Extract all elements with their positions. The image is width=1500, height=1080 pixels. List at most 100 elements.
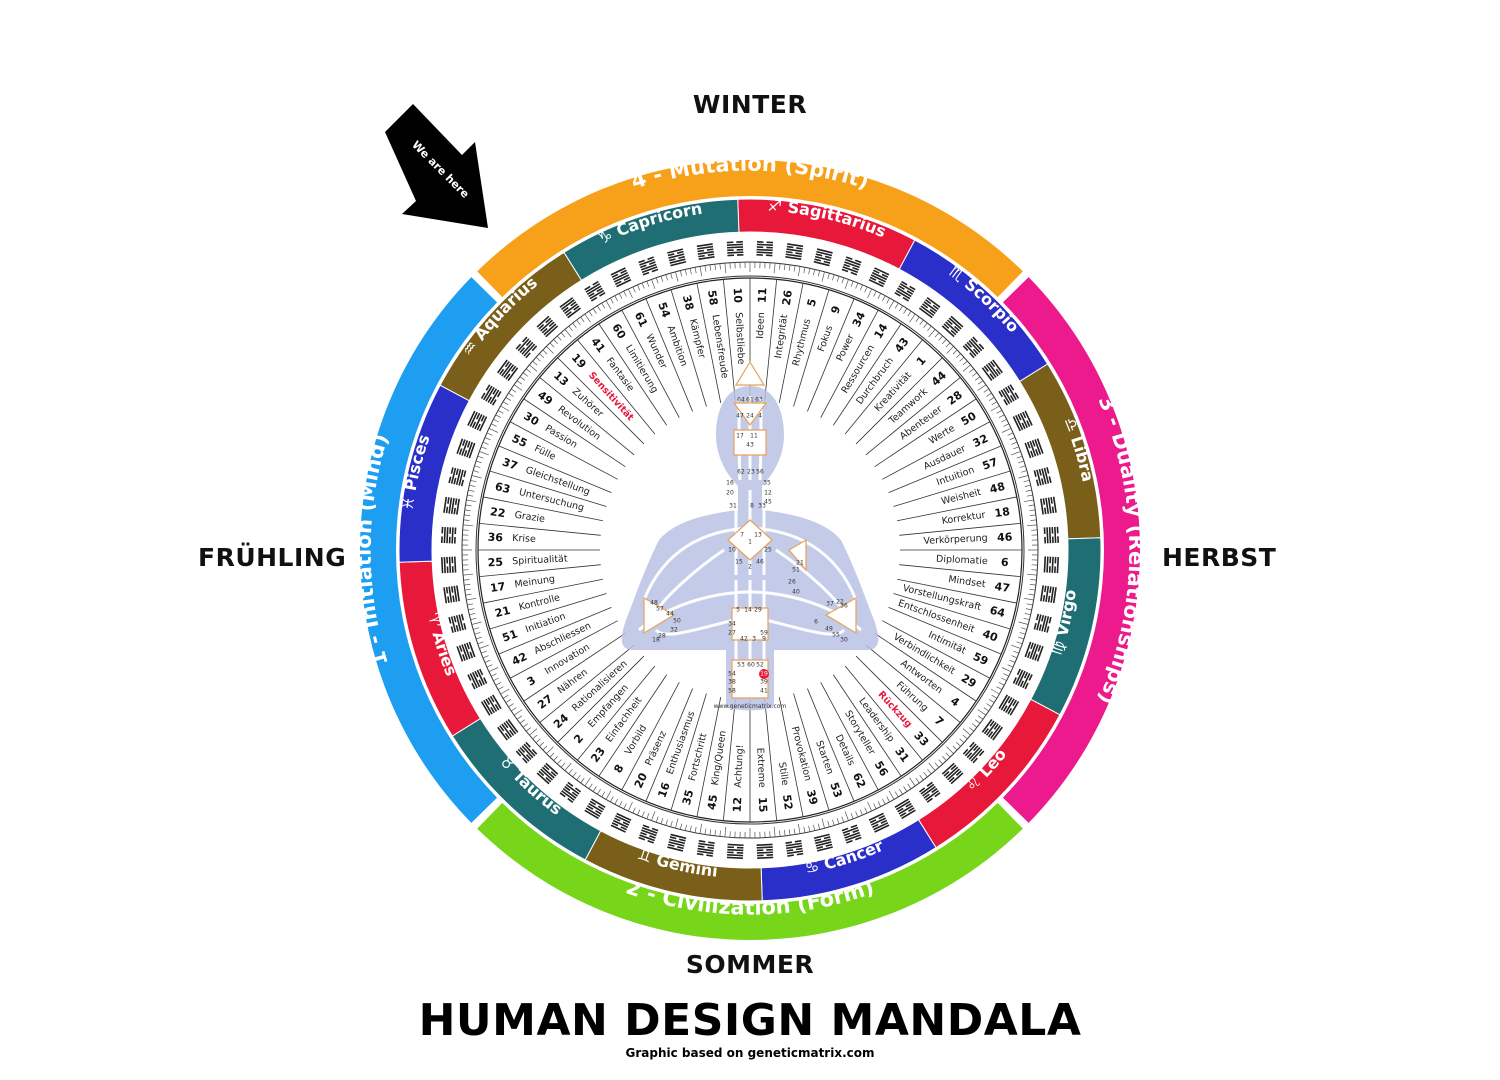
gate-divider bbox=[778, 697, 804, 817]
gate-divider bbox=[479, 522, 601, 536]
gate-divider bbox=[577, 339, 656, 435]
gate-divider bbox=[645, 688, 693, 802]
hexagram-glyph bbox=[696, 243, 715, 260]
gate-divider bbox=[489, 593, 607, 630]
hexagram-glyph bbox=[467, 410, 488, 432]
gate-divider bbox=[696, 697, 722, 817]
gate-number: 58 bbox=[705, 289, 720, 306]
hexagram-glyph bbox=[443, 496, 460, 515]
page-title: HUMAN DESIGN MANDALA bbox=[418, 995, 1082, 1046]
hexagram-glyph bbox=[813, 248, 833, 267]
gate-divider bbox=[621, 682, 680, 791]
hexagram-glyph bbox=[868, 812, 890, 833]
gate-number: 36 bbox=[487, 531, 503, 545]
bodygraph-gate-number: 53 bbox=[737, 662, 745, 669]
gate-divider bbox=[523, 633, 626, 702]
gate-divider bbox=[893, 470, 1011, 507]
hexagram-glyph bbox=[941, 315, 964, 338]
hexagram-glyph bbox=[726, 240, 744, 257]
bodygraph-gate-number: 5 bbox=[736, 607, 740, 614]
hexagram-glyph bbox=[610, 267, 632, 288]
gate-number: 57 bbox=[981, 455, 1000, 472]
bodygraph-gate-number: 58 bbox=[728, 688, 736, 695]
bodygraph-gate-number: 39 bbox=[760, 679, 768, 686]
bodygraph-gate-number: 32 bbox=[670, 627, 678, 634]
gate-number: 62 bbox=[850, 771, 868, 790]
bodygraph-gate-number: 14 bbox=[744, 607, 752, 614]
hexagram-glyph bbox=[467, 668, 488, 690]
bodygraph-gate-number: 22 bbox=[836, 599, 844, 606]
mandala-wheel: 4 - Mutation (Spirit)3 - Duality (Relati… bbox=[352, 152, 1148, 940]
bodygraph-ego-center bbox=[788, 538, 807, 572]
we-are-here-arrow: We are here bbox=[385, 104, 488, 228]
season-label-winter: WINTER bbox=[692, 90, 808, 119]
bodygraph-gate-number: 64 bbox=[737, 397, 745, 404]
gate-divider bbox=[670, 289, 707, 407]
hexagram-glyph bbox=[941, 762, 964, 785]
bodygraph-root-center bbox=[731, 659, 769, 699]
gate-number: 17 bbox=[489, 580, 506, 595]
bodygraph-gate-number: 45 bbox=[764, 499, 772, 506]
bodygraph-gate-number: 63 bbox=[755, 397, 763, 404]
gate-divider bbox=[498, 445, 612, 493]
bodygraph-gate-number: 44 bbox=[666, 611, 674, 618]
bodygraph-gate-number: 46 bbox=[756, 559, 764, 566]
season-label-spring: FRÜHLING bbox=[198, 543, 347, 572]
bodygraph-gate-number: 15 bbox=[735, 559, 743, 566]
gate-number: 47 bbox=[994, 580, 1011, 595]
bodygraph-gate-number: 6 bbox=[814, 619, 818, 626]
gate-keyword: Extreme bbox=[754, 747, 767, 788]
gate-number: 16 bbox=[655, 780, 673, 799]
gate-divider bbox=[539, 644, 635, 723]
hexagram-glyph bbox=[440, 526, 457, 544]
gate-number: 61 bbox=[632, 310, 650, 329]
bodygraph-gate-number: 36 bbox=[840, 603, 848, 610]
gate-divider bbox=[489, 470, 607, 507]
bodygraph-spleen-center bbox=[643, 596, 676, 635]
gate-divider bbox=[722, 699, 736, 821]
hexagram-glyph bbox=[1043, 556, 1060, 574]
hexagram-glyph bbox=[756, 843, 774, 860]
gate-divider bbox=[820, 682, 879, 791]
hexagram-glyph bbox=[726, 843, 744, 860]
gate-number: 51 bbox=[501, 627, 520, 644]
hexagram-glyph bbox=[515, 336, 538, 359]
bodygraph-gate-number: 25 bbox=[764, 547, 772, 554]
gate-number: 32 bbox=[971, 432, 990, 450]
gate-divider bbox=[833, 323, 902, 426]
hexagram-glyph bbox=[998, 694, 1020, 716]
hexagram-glyph bbox=[785, 840, 804, 857]
page-subtitle: Graphic based on geneticmatrix.com bbox=[625, 1046, 875, 1060]
bodygraph-gate-number: 7 bbox=[740, 532, 744, 539]
gate-divider bbox=[539, 377, 635, 456]
gate-number: 63 bbox=[494, 480, 512, 496]
gate-divider bbox=[557, 357, 645, 445]
bodygraph-channel bbox=[654, 618, 735, 636]
hexagram-glyph bbox=[559, 297, 581, 319]
hexagram-glyph bbox=[515, 741, 538, 764]
bodygraph-gate-number: 13 bbox=[754, 532, 762, 539]
bodygraph-channel bbox=[638, 590, 862, 632]
bodygraph-gate-number: 18 bbox=[652, 637, 660, 644]
bodygraph-gate-number: 56 bbox=[756, 469, 764, 476]
hexagram-glyph bbox=[1033, 467, 1052, 487]
bodygraph-gate-number: 2 bbox=[748, 564, 752, 571]
hexagram-glyph bbox=[919, 781, 941, 803]
gate-divider bbox=[598, 323, 667, 426]
gate-number: 22 bbox=[489, 505, 506, 520]
hexagram-glyph bbox=[756, 240, 774, 257]
hexagram-glyph bbox=[1043, 526, 1060, 544]
gate-number: 35 bbox=[680, 788, 696, 806]
active-gate-marker bbox=[759, 669, 769, 679]
hexagram-glyph bbox=[559, 781, 582, 803]
hexagram-glyph bbox=[497, 719, 519, 741]
hexagram-glyph bbox=[448, 613, 467, 633]
hexagram-glyph bbox=[841, 824, 862, 844]
bodygraph-gate-number: 10 bbox=[728, 547, 736, 554]
hexagram-glyph bbox=[918, 297, 941, 319]
gate-divider bbox=[598, 674, 667, 777]
gate-divider bbox=[893, 593, 1011, 630]
bodygraph-gate-number: 42 bbox=[740, 636, 748, 643]
bodygraph-gate-number: 57 bbox=[656, 606, 664, 613]
gate-divider bbox=[523, 398, 626, 467]
